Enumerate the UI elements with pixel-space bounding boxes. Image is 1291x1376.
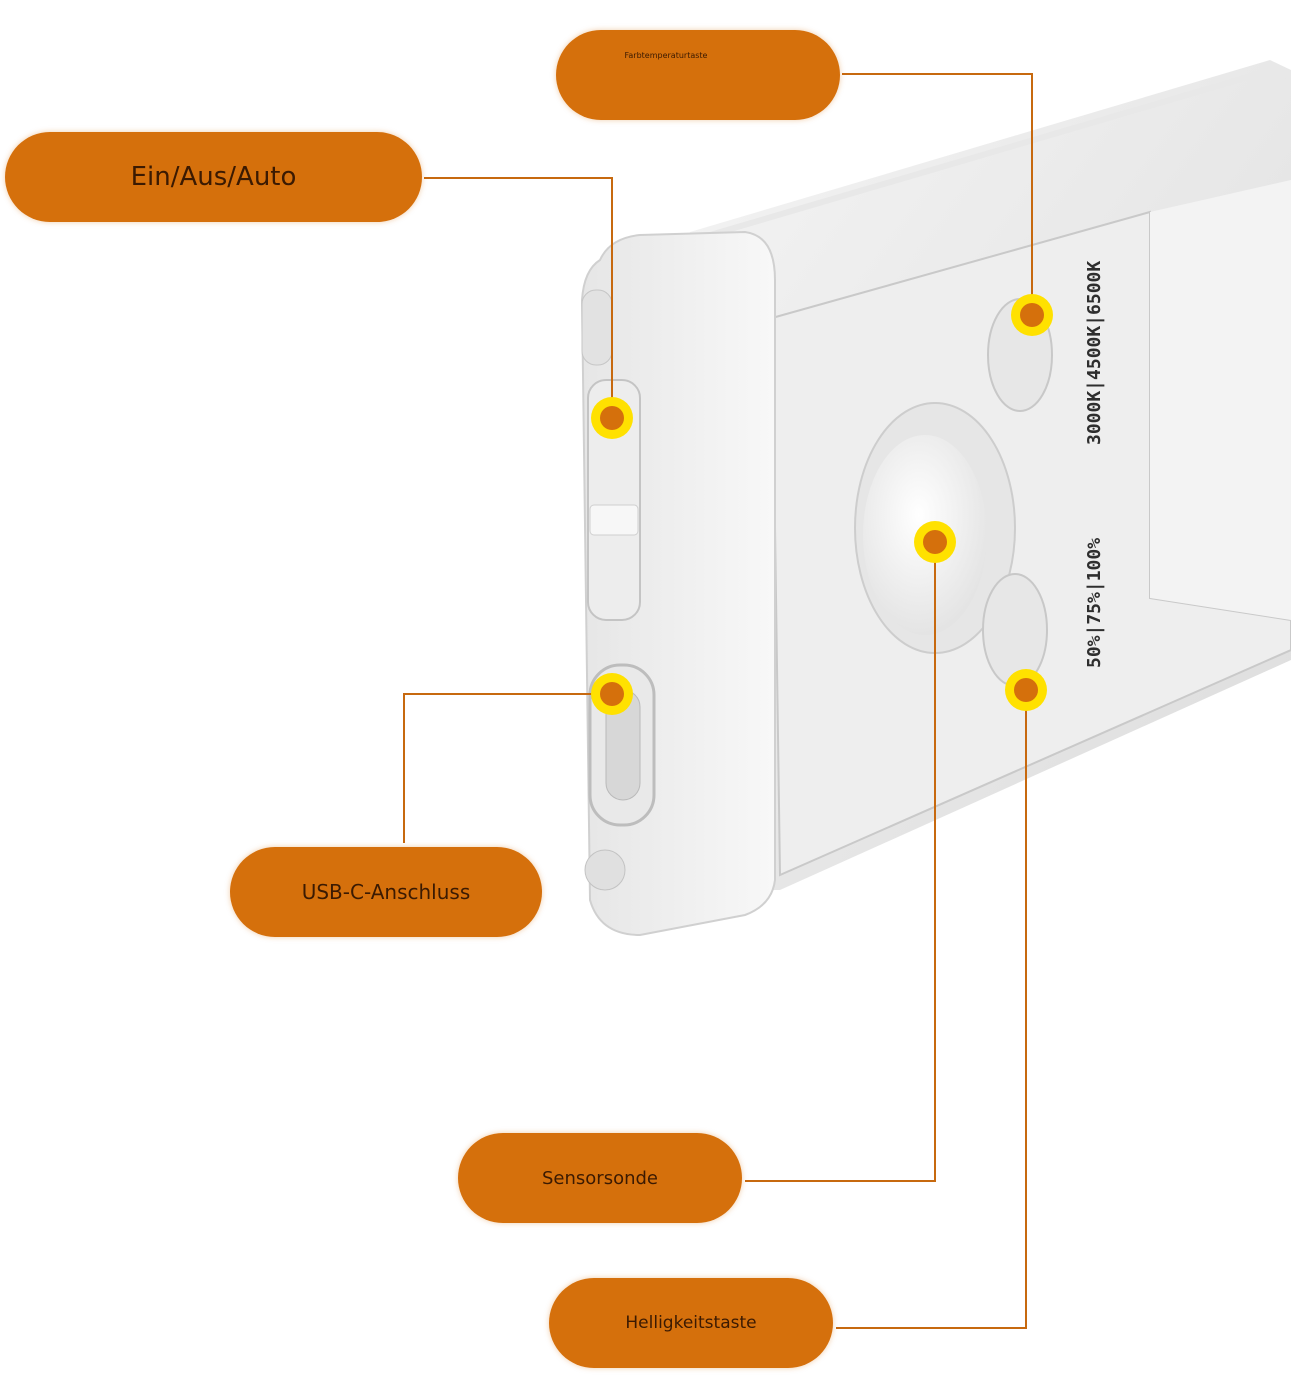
marker-color-temp xyxy=(1011,294,1053,336)
leader-lines xyxy=(403,73,1033,1329)
marker-brightness xyxy=(1005,669,1047,711)
leader-line-brightness xyxy=(836,690,1027,1329)
marker-sensor-probe xyxy=(914,521,956,563)
leader-line-color-temp xyxy=(842,73,1033,315)
leader-line-usb xyxy=(403,693,612,843)
callout-power-switch: Ein/Aus/Auto xyxy=(5,132,422,222)
light-bar-device xyxy=(580,60,1291,937)
callout-sensor-probe: Sensorsonde xyxy=(458,1133,742,1223)
callout-usb-port: USB-C-Anschluss xyxy=(230,847,542,937)
leader-line-sensor xyxy=(745,542,936,1182)
marker-power-switch xyxy=(591,397,633,439)
callout-color-temperature-button: Farbtemperaturtaste xyxy=(556,30,840,120)
callout-brightness-label: Helligkeitstaste xyxy=(625,1313,757,1333)
leader-line-power xyxy=(424,177,613,418)
callout-usb-port-label: USB-C-Anschluss xyxy=(301,880,471,904)
callout-power-switch-label: Ein/Aus/Auto xyxy=(130,162,297,192)
callout-color-temperature-label: Farbtemperaturtaste xyxy=(624,50,708,60)
color-temperature-values: 3000K|4500K|6500K xyxy=(1084,261,1105,445)
markers xyxy=(591,294,1053,715)
callout-brightness-button: Helligkeitstaste xyxy=(549,1278,833,1368)
callout-sensor-probe-label: Sensorsonde xyxy=(542,1167,658,1189)
marker-usb-port xyxy=(591,673,633,715)
brightness-values: 50%|75%|100% xyxy=(1084,538,1105,668)
